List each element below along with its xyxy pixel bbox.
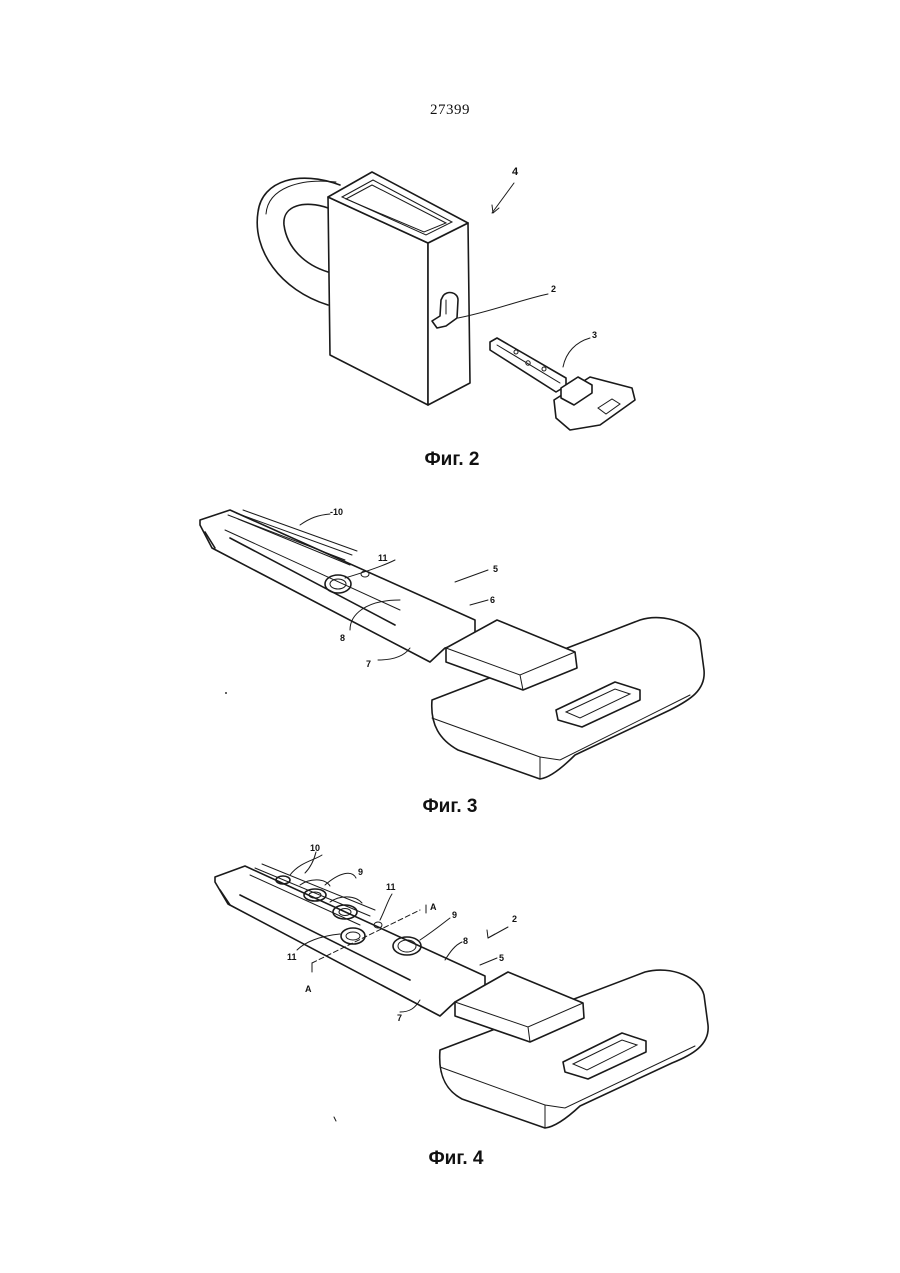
label-pin-right: 9	[452, 910, 457, 920]
key-blade	[215, 866, 485, 1016]
label-edge: 7	[397, 1013, 402, 1023]
label-groove: 10	[310, 843, 320, 853]
label-pin-top: 9	[358, 867, 363, 877]
label-assembly: 2	[512, 914, 517, 924]
label-hole-top: 11	[386, 882, 396, 892]
label-blade: 5	[499, 953, 504, 963]
label-hole-bottom: 11	[287, 952, 297, 962]
label-side: 8	[463, 936, 468, 946]
label-section-mark-right: A	[430, 902, 437, 912]
caption-fig-4: Фиг. 4	[6, 1148, 900, 1170]
label-section-mark-left: A	[305, 984, 312, 994]
